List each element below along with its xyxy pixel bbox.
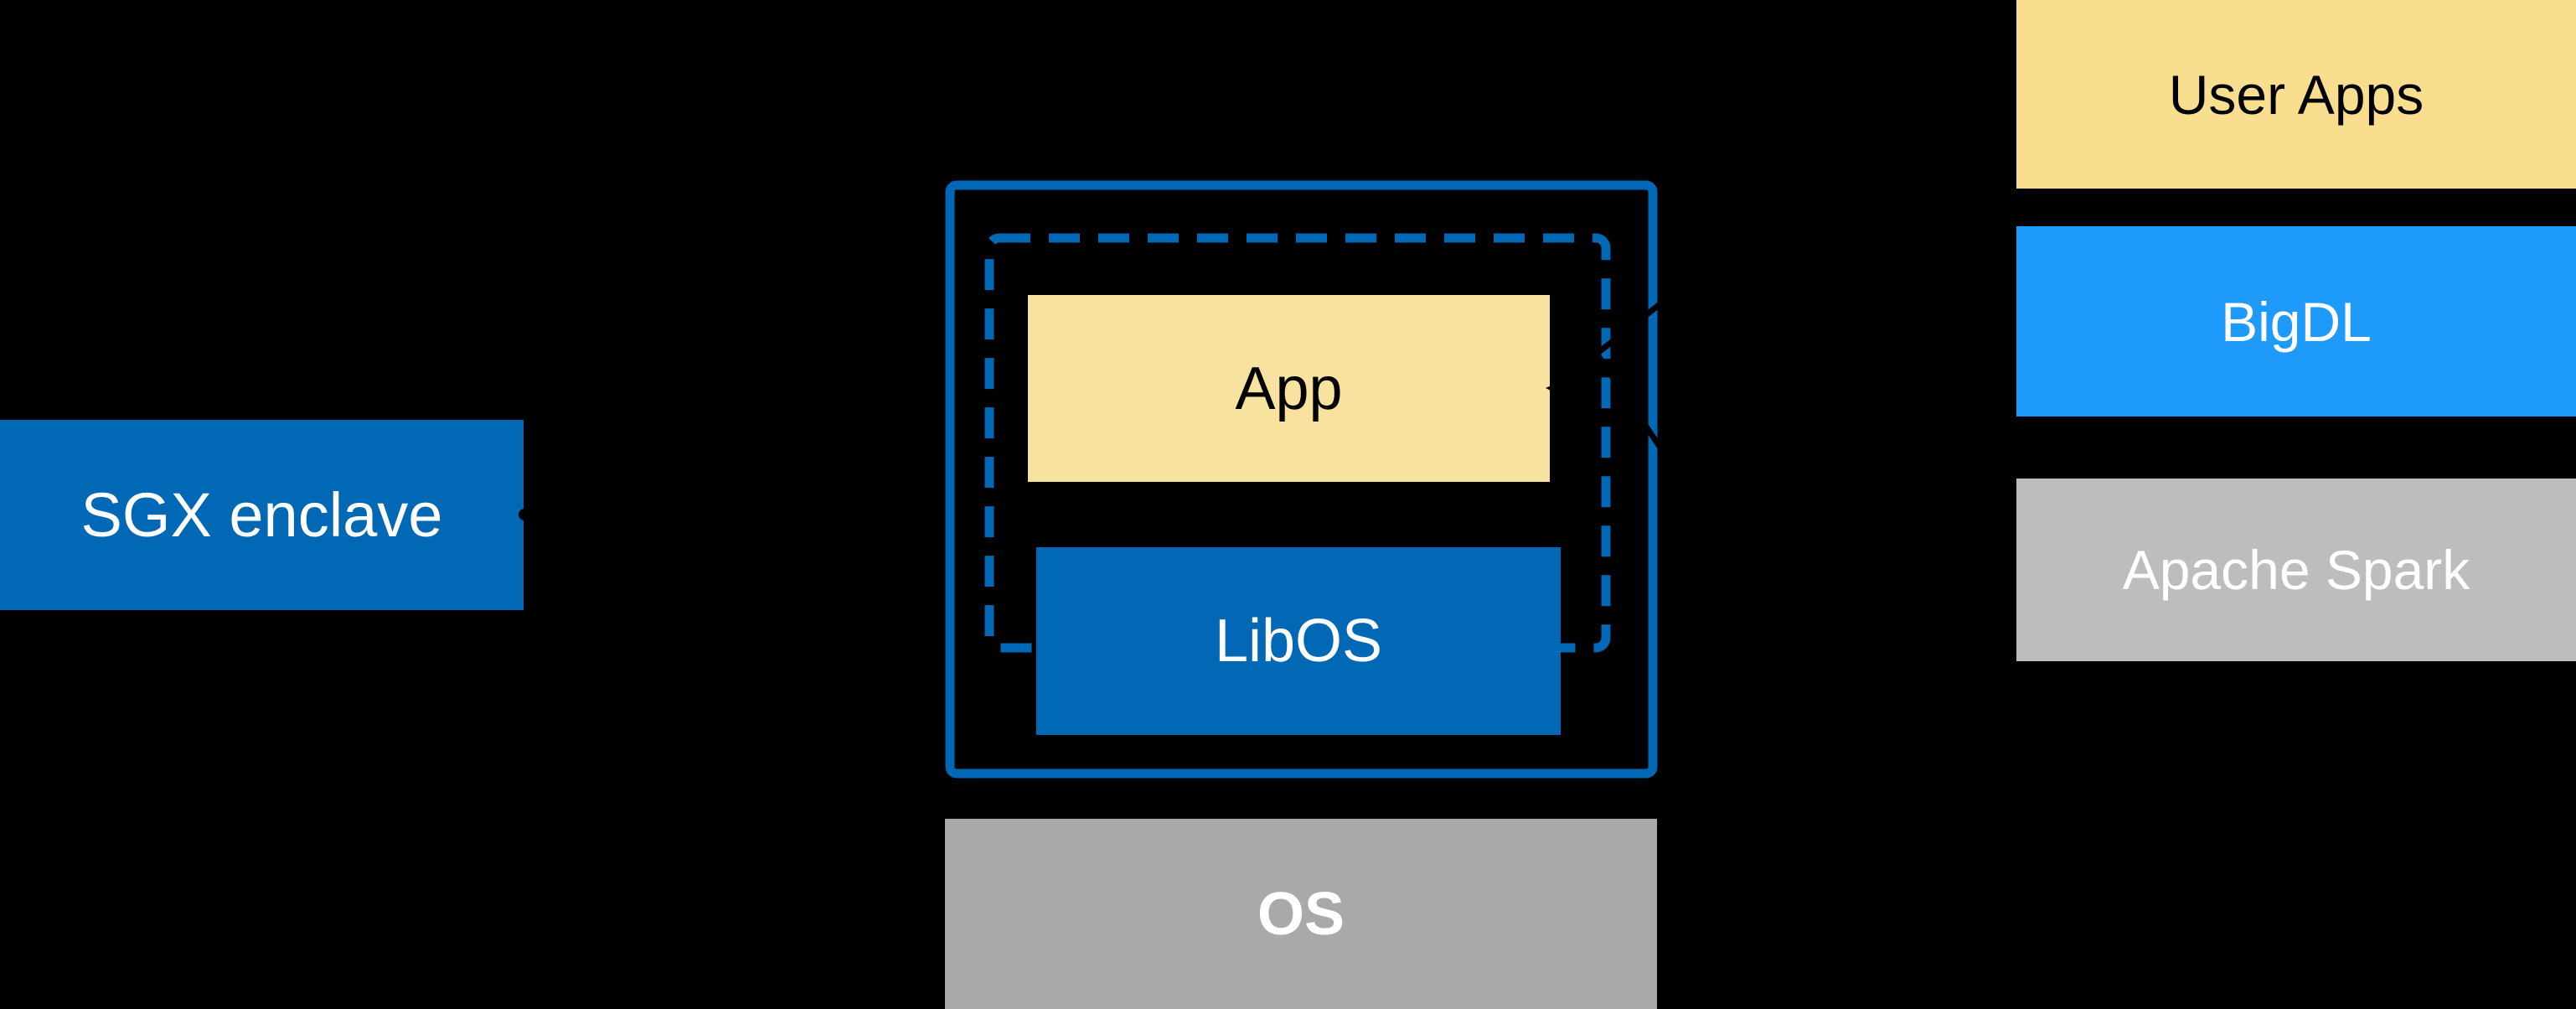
sgx-enclave-label-box: SGX enclave	[0, 420, 524, 610]
libos-label: LibOS	[1214, 608, 1383, 675]
sgx-enclave-label: SGX enclave	[80, 479, 443, 550]
stack-box-apache-spark: Apache Spark	[2016, 479, 2576, 661]
libos-box: LibOS	[1036, 547, 1561, 735]
stack-box-bigdl: BigDL	[2016, 226, 2576, 417]
stack-box-user-apps: User Apps	[2016, 0, 2576, 189]
app-label: App	[1235, 354, 1343, 422]
user-apps-label: User Apps	[2168, 63, 2424, 126]
bigdl-label: BigDL	[2221, 290, 2372, 353]
apache-spark-label: Apache Spark	[2122, 539, 2470, 601]
os-box: OS	[945, 819, 1657, 1009]
app-box: App	[1028, 295, 1550, 482]
os-label: OS	[1257, 880, 1345, 948]
